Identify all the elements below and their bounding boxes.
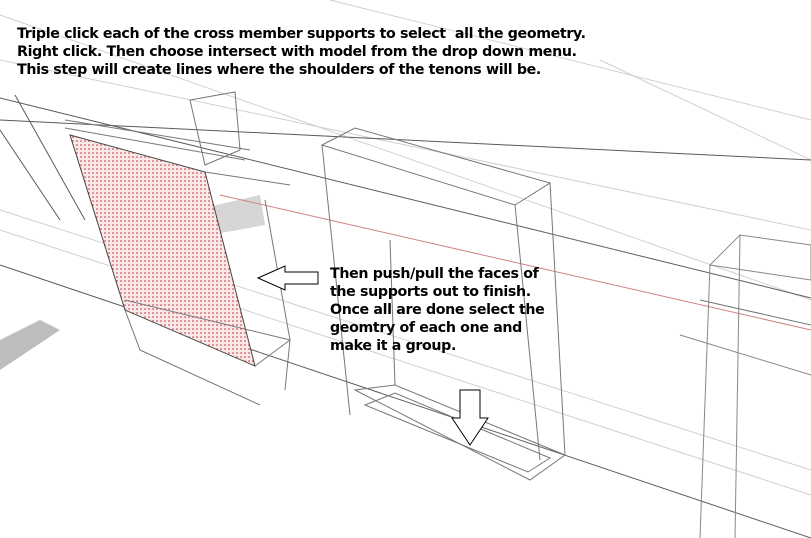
instruction-line: This step will create lines where the sh… bbox=[17, 62, 541, 78]
shadow-face bbox=[0, 320, 60, 370]
instruction-middle: Then push/pull the faces of the supports … bbox=[330, 265, 545, 355]
red-axis-line bbox=[219, 194, 811, 331]
instruction-top: Triple click each of the cross member su… bbox=[17, 25, 586, 79]
instruction-line: the supports out to finish. bbox=[330, 284, 531, 300]
instruction-line: make it a group. bbox=[330, 338, 457, 354]
support-right-edges bbox=[679, 234, 811, 538]
support-middle-edges bbox=[320, 127, 811, 481]
instruction-line: Once all are done select the bbox=[330, 302, 545, 318]
instruction-line: Right click. Then choose intersect with … bbox=[17, 44, 577, 60]
arrow-down-icon bbox=[451, 389, 489, 446]
instruction-line: Then push/pull the faces of bbox=[330, 266, 539, 282]
arrow-left-icon bbox=[256, 265, 319, 291]
instruction-line: geomtry of each one and bbox=[330, 320, 522, 336]
selected-face[interactable] bbox=[69, 134, 256, 367]
instruction-line: Triple click each of the cross member su… bbox=[17, 26, 586, 42]
